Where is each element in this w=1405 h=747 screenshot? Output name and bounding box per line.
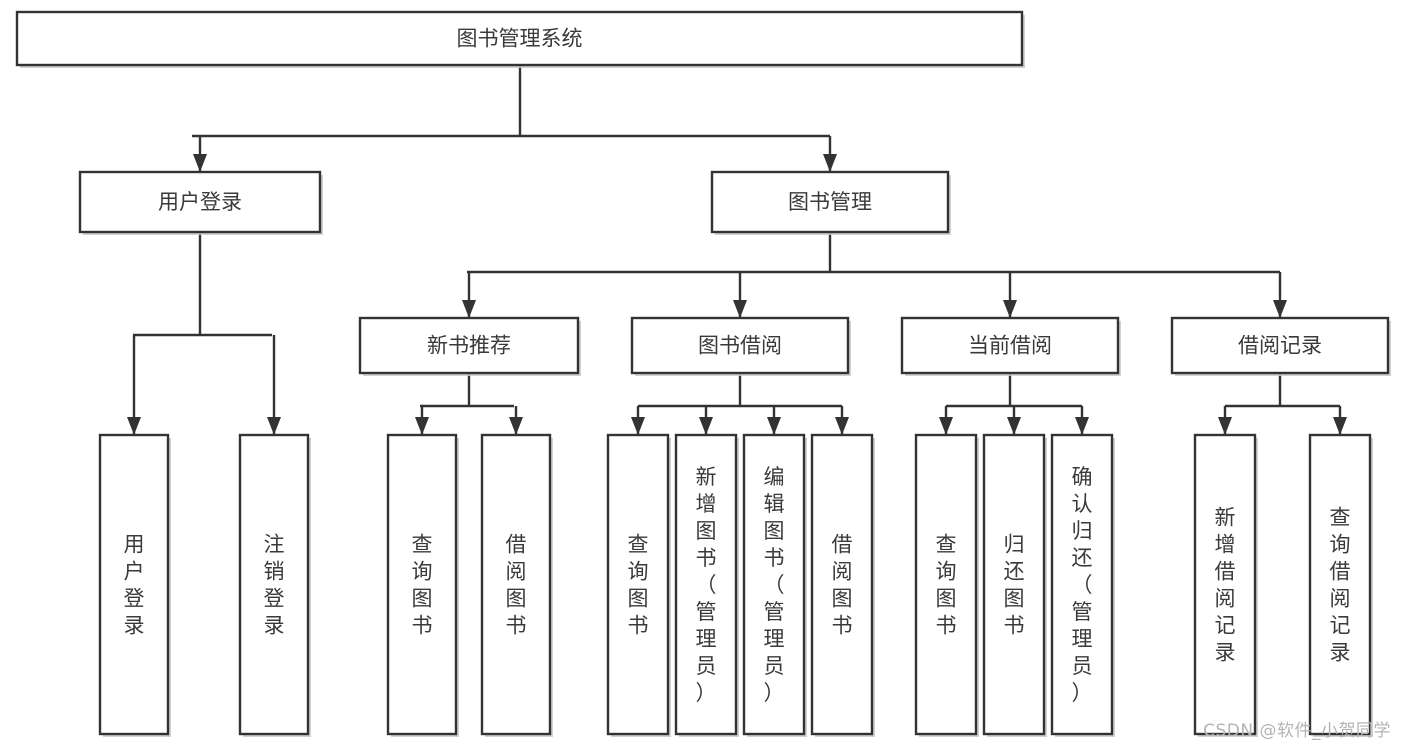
node-user-login[interactable]: 用户登录 <box>78 170 323 235</box>
node-leaf-add-borrow-record[interactable]: 新增借阅记录 <box>1193 433 1258 737</box>
node-leaf-add-book-admin[interactable]: 新增图书（管理员） <box>674 433 739 737</box>
connector-leg-leaf-return-book <box>1007 406 1021 435</box>
node-box[interactable] <box>15 10 1024 67</box>
node-box[interactable] <box>358 316 580 375</box>
connector-leg-user-login <box>193 136 207 172</box>
node-leaf-query-book-current[interactable]: 查询图书 <box>914 433 979 737</box>
node-borrow-record[interactable]: 借阅记录 <box>1170 316 1391 376</box>
connector-bus-root <box>192 65 830 138</box>
node-label: 归还图书 <box>1004 533 1025 638</box>
connector-bus-book-management <box>467 232 1280 274</box>
node-leaf-query-book-recommend[interactable]: 查询图书 <box>386 433 459 737</box>
node-label: 借阅图书 <box>832 533 853 638</box>
node-label: 图书管理系统 <box>457 27 583 51</box>
node-box[interactable] <box>914 433 978 736</box>
node-current-borrow[interactable]: 当前借阅 <box>900 316 1121 376</box>
node-box[interactable] <box>710 170 950 234</box>
node-label: 借阅记录 <box>1238 334 1322 358</box>
node-label: 确认归还（管理员） <box>1072 465 1093 705</box>
connector-leg-leaf-query-borrow-record <box>1333 406 1347 435</box>
connector-leg-leaf-user-login <box>127 335 141 435</box>
node-leaf-user-login[interactable]: 用户登录 <box>98 433 171 737</box>
node-box[interactable] <box>238 433 310 736</box>
node-box[interactable] <box>630 316 850 375</box>
node-book-management[interactable]: 图书管理 <box>710 170 951 235</box>
connector-bus-borrow-record <box>1225 373 1340 408</box>
node-leaf-edit-book-admin[interactable]: 编辑图书（管理员） <box>742 433 807 737</box>
node-box[interactable] <box>386 433 458 736</box>
node-leaf-confirm-return-admin[interactable]: 确认归还（管理员） <box>1050 433 1115 737</box>
node-label: 用户登录 <box>124 533 145 638</box>
connector-leg-current-borrow <box>1003 272 1017 318</box>
node-leaf-query-book-borrow[interactable]: 查询图书 <box>606 433 671 737</box>
node-box[interactable] <box>606 433 670 736</box>
node-label: 新增借阅记录 <box>1215 506 1236 665</box>
node-label: 查询借阅记录 <box>1330 506 1351 665</box>
node-leaf-logout-login[interactable]: 注销登录 <box>238 433 311 737</box>
connector-leg-leaf-confirm-return-admin <box>1075 406 1089 435</box>
connector-leg-book-borrow <box>733 272 747 318</box>
node-leaf-borrow-book[interactable]: 借阅图书 <box>810 433 875 737</box>
connector-leg-leaf-query-book-borrow <box>631 406 645 435</box>
node-box[interactable] <box>78 170 322 234</box>
node-label: 借阅图书 <box>506 533 527 638</box>
connector-leg-leaf-edit-book-admin <box>767 406 781 435</box>
connector-bus-book-borrow <box>638 373 842 408</box>
connector-leg-leaf-borrow-book-recommend <box>509 406 523 435</box>
node-label: 用户登录 <box>158 190 242 214</box>
node-leaf-return-book[interactable]: 归还图书 <box>982 433 1047 737</box>
connector-leg-leaf-borrow-book <box>835 406 849 435</box>
node-leaf-borrow-book-recommend[interactable]: 借阅图书 <box>480 433 553 737</box>
node-box[interactable] <box>480 433 552 736</box>
node-box[interactable] <box>982 433 1046 736</box>
connector-leg-leaf-add-borrow-record <box>1218 406 1232 435</box>
node-label: 新增图书（管理员） <box>696 465 717 705</box>
node-box[interactable] <box>810 433 874 736</box>
node-leaf-query-borrow-record[interactable]: 查询借阅记录 <box>1308 433 1373 737</box>
connector-bus-user-login <box>133 232 272 337</box>
node-label: 编辑图书（管理员） <box>764 465 785 705</box>
node-label: 查询图书 <box>936 533 957 638</box>
node-box[interactable] <box>1050 433 1114 736</box>
connector-leg-leaf-query-book-current <box>939 406 953 435</box>
connector-bus-current-borrow <box>946 373 1082 408</box>
node-label: 图书管理 <box>788 190 872 214</box>
node-book-borrow[interactable]: 图书借阅 <box>630 316 851 376</box>
node-layer: 图书管理系统用户登录图书管理新书推荐图书借阅当前借阅借阅记录用户登录注销登录查询… <box>15 10 1391 737</box>
node-label: 注销登录 <box>264 533 285 638</box>
node-box[interactable] <box>900 316 1120 375</box>
connector-leg-new-book-recommend <box>462 272 476 318</box>
csdn-watermark: CSDN @软件_小贺同学 <box>1203 721 1391 741</box>
node-label: 新书推荐 <box>427 334 511 358</box>
connector-leg-leaf-logout-login <box>267 335 281 435</box>
node-new-book-recommend[interactable]: 新书推荐 <box>358 316 581 376</box>
node-label: 查询图书 <box>628 533 649 638</box>
node-box[interactable] <box>1193 433 1257 736</box>
node-label: 当前借阅 <box>968 334 1052 358</box>
connector-leg-leaf-query-book-recommend <box>415 406 429 435</box>
connector-bus-new-book-recommend <box>420 373 514 408</box>
node-box[interactable] <box>674 433 738 736</box>
connector-leg-borrow-record <box>1273 272 1287 318</box>
node-box[interactable] <box>742 433 806 736</box>
connector-leg-leaf-add-book-admin <box>699 406 713 435</box>
connector-leg-book-management <box>823 136 837 172</box>
node-box[interactable] <box>1170 316 1390 375</box>
connector-layer <box>127 65 1347 435</box>
node-box[interactable] <box>98 433 170 736</box>
node-root[interactable]: 图书管理系统 <box>15 10 1025 68</box>
node-label: 查询图书 <box>412 533 433 638</box>
node-box[interactable] <box>1308 433 1372 736</box>
node-label: 图书借阅 <box>698 334 782 358</box>
